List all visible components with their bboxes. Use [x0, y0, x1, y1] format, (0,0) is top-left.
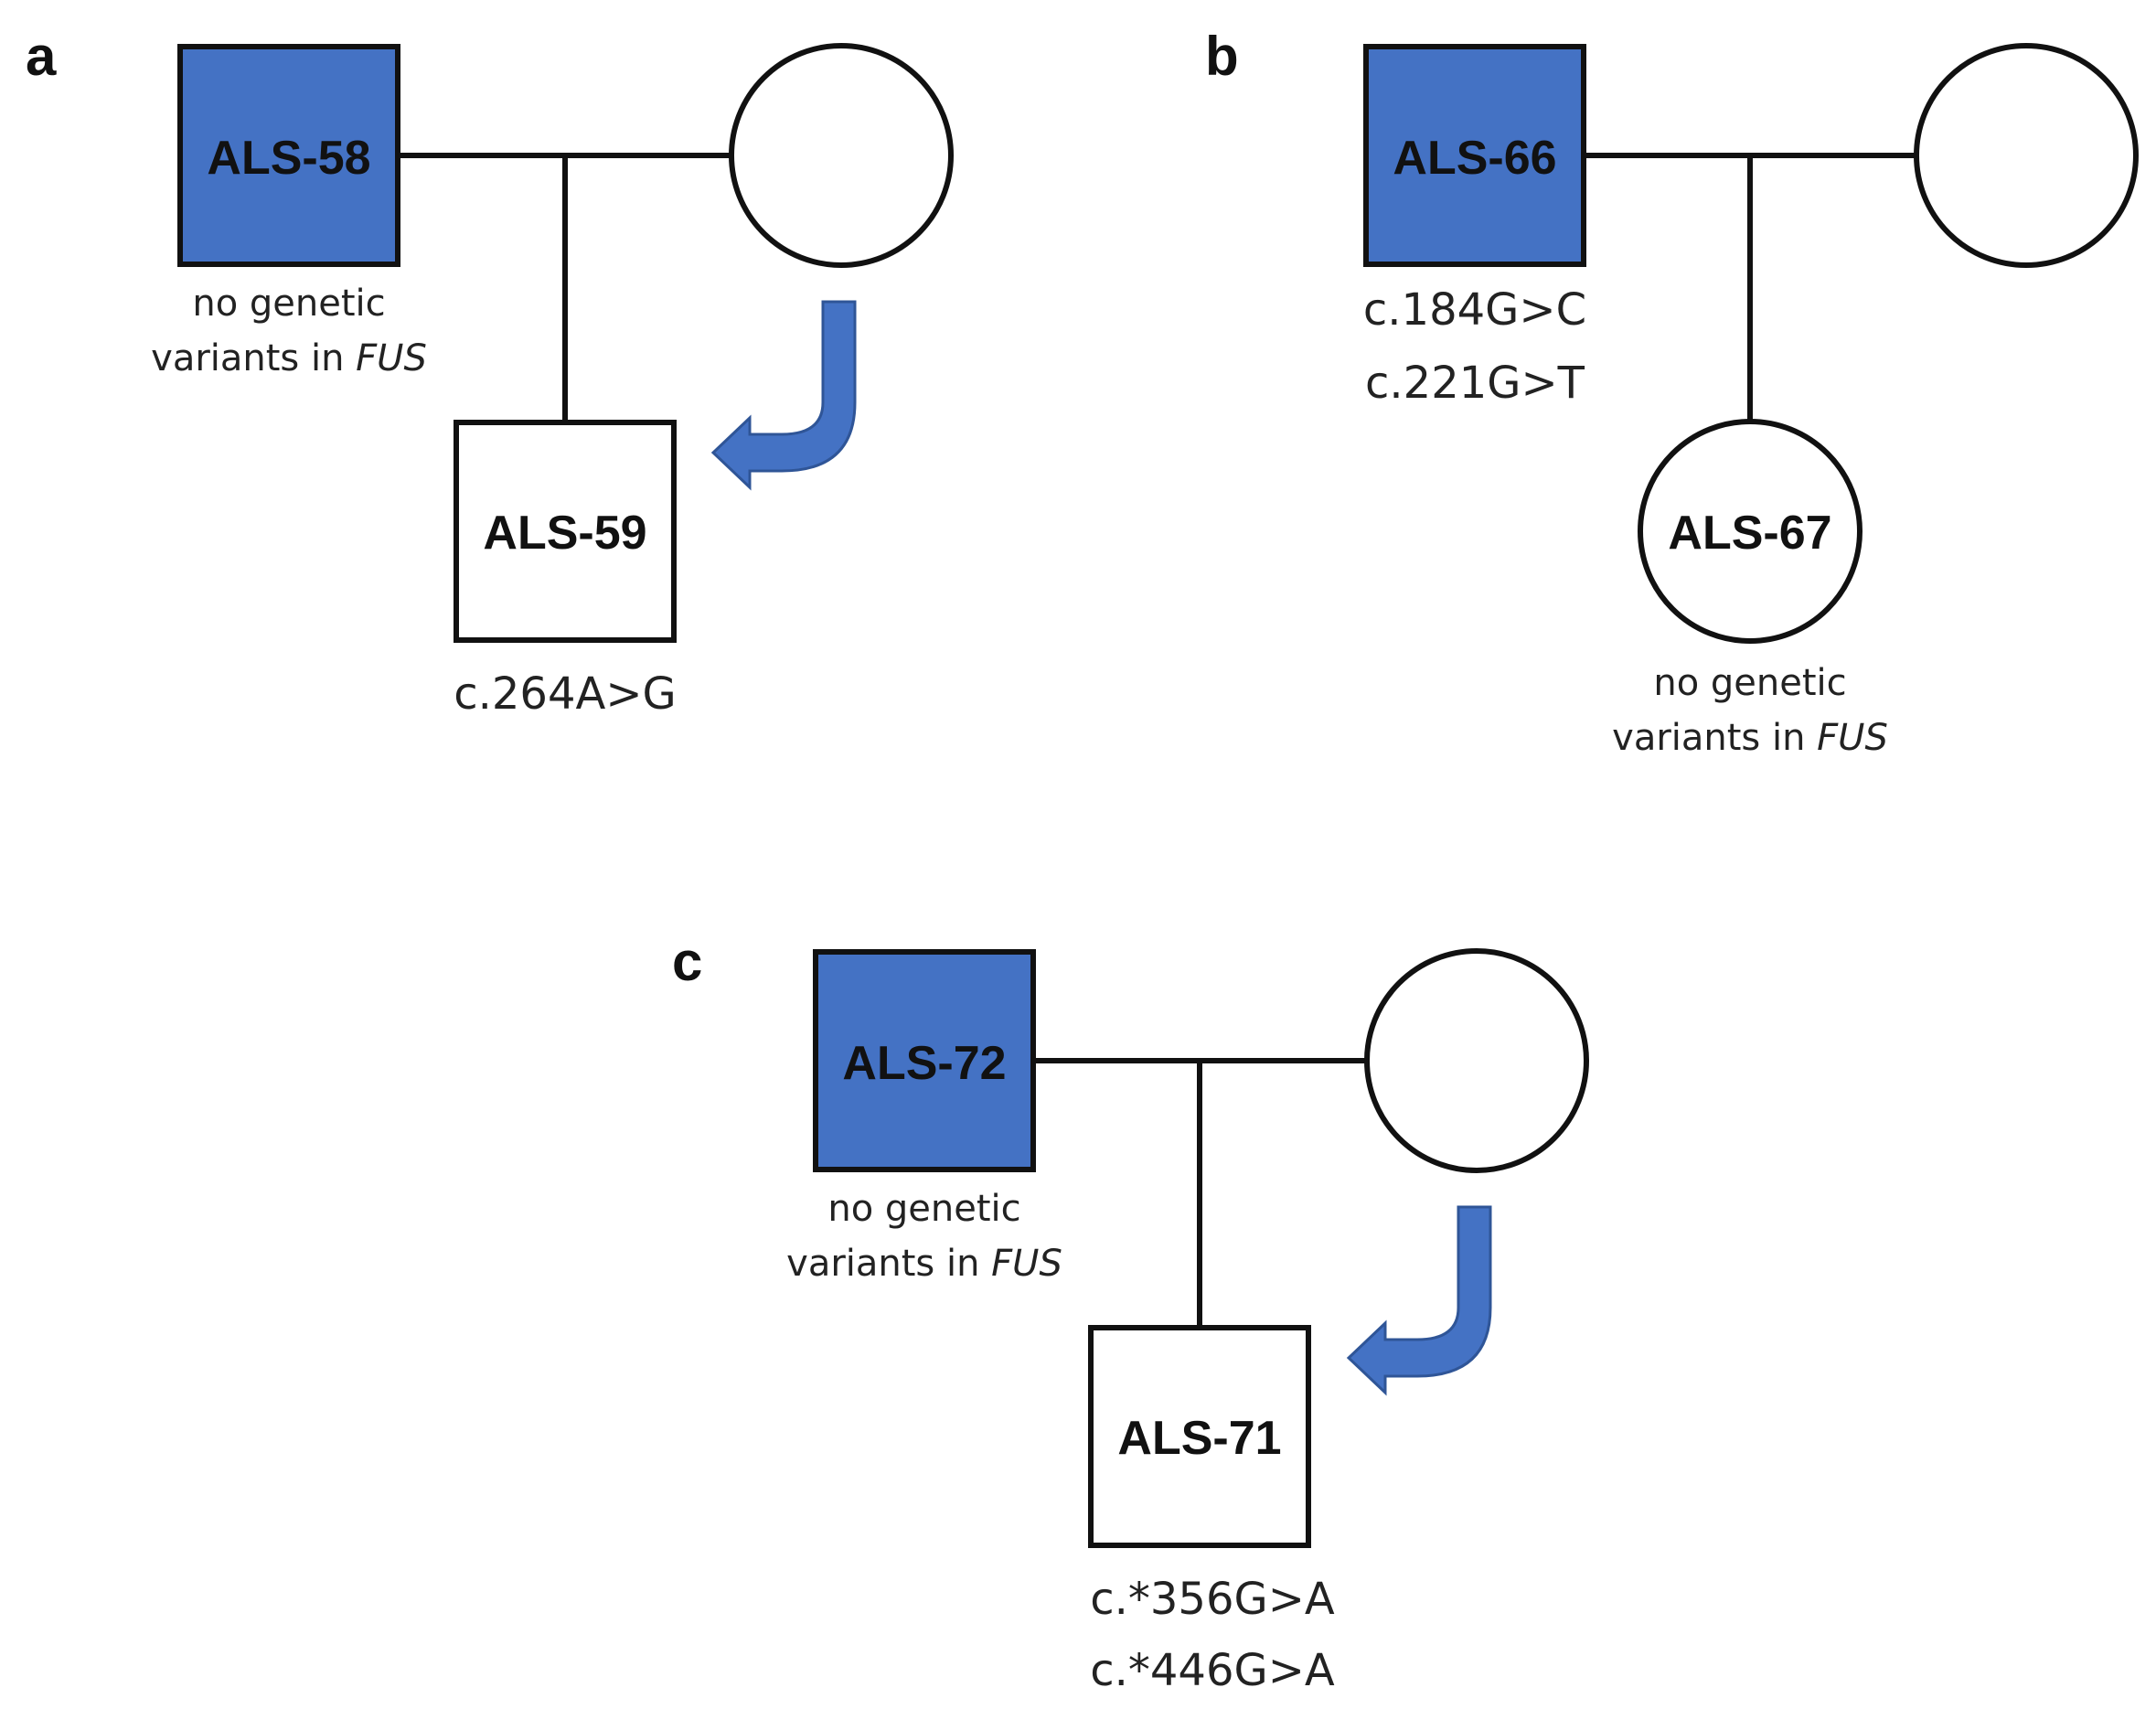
panel-a-father-note-line1: no genetic: [192, 283, 385, 325]
panel-c-label: c: [672, 931, 702, 992]
panel-c: c ALS-72 no genetic variants in FUS ALS-…: [672, 931, 1589, 1696]
panel-b-father-id: ALS-66: [1393, 132, 1556, 185]
panel-a-father-square: [177, 44, 400, 267]
panel-c-proband-arrow-icon: [1346, 1205, 1492, 1396]
panel-a-proband-arrow-icon: [710, 300, 857, 491]
panel-c-father-square: [813, 949, 1036, 1172]
panel-c-father-note-line1: no genetic: [827, 1188, 1020, 1230]
panel-b-father-variant-2: c.221G>T: [1365, 358, 1585, 409]
panel-b: b ALS-66 c.184G>C c.221G>T ALS-67 no gen…: [1205, 26, 2139, 759]
panel-b-child-id: ALS-67: [1668, 507, 1831, 560]
panel-c-father-id: ALS-72: [842, 1037, 1006, 1090]
panel-b-label: b: [1205, 26, 1239, 87]
panel-a-mother-circle: [729, 43, 954, 268]
panel-c-mother-circle: [1364, 948, 1589, 1173]
panel-c-child-variant-1: c.*356G>A: [1090, 1574, 1335, 1625]
panel-b-father-variant-1: c.184G>C: [1363, 284, 1586, 336]
panel-b-child-note-line2: variants in FUS: [1612, 717, 1888, 759]
panel-b-child-circle: [1638, 419, 1862, 644]
panel-a-child-id: ALS-59: [483, 507, 646, 560]
panel-a-child-square: [454, 420, 677, 643]
panel-c-child-id: ALS-71: [1117, 1412, 1281, 1465]
panel-b-child-note-line1: no genetic: [1653, 662, 1846, 704]
panel-a-child-variant-1: c.264A>G: [454, 668, 677, 720]
panel-c-child-variant-2: c.*446G>A: [1090, 1645, 1335, 1696]
panel-a-father-note-line2: variants in FUS: [151, 337, 427, 379]
panel-a-father-id: ALS-58: [207, 132, 370, 185]
panel-a: a ALS-58 no genetic variants in FUS ALS-…: [26, 26, 954, 720]
panel-c-child-square: [1088, 1325, 1311, 1548]
panel-a-label: a: [26, 26, 57, 87]
panel-b-mother-circle: [1914, 43, 2139, 268]
panel-b-father-square: [1363, 44, 1586, 267]
panel-c-father-note-line2: variants in FUS: [786, 1243, 1062, 1285]
